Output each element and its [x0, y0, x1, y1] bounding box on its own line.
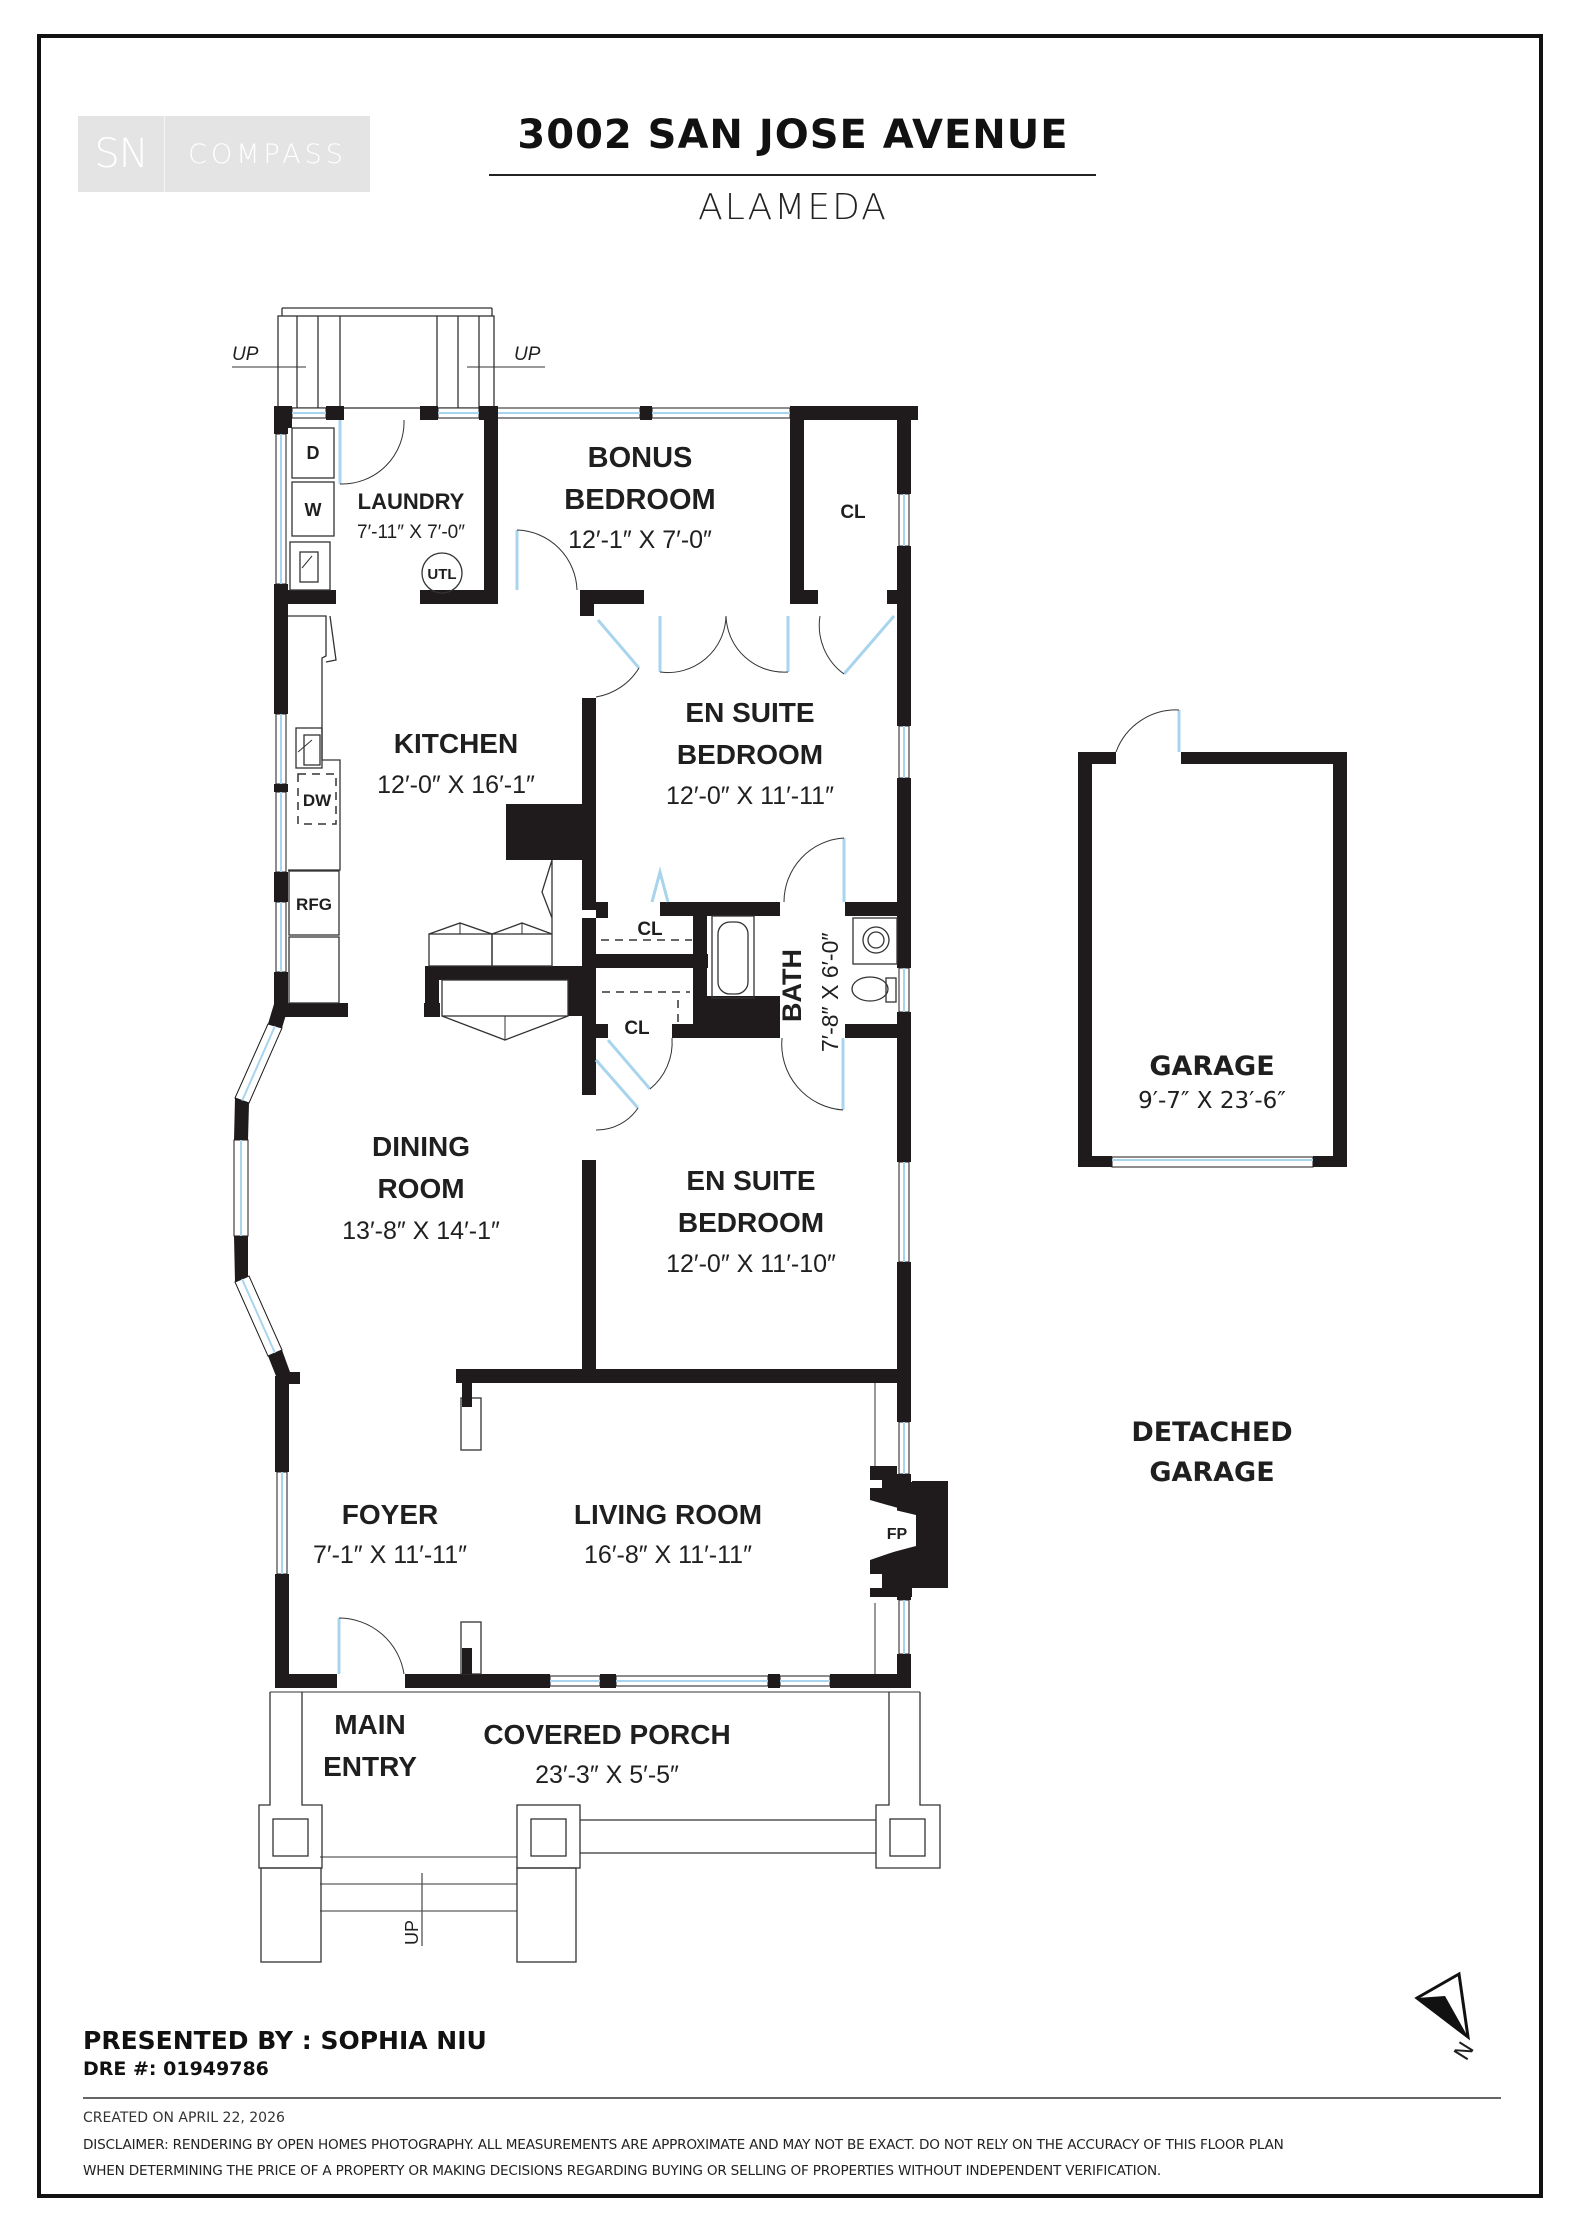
dining-name-1: DINING — [372, 1131, 470, 1162]
dining-name-2: ROOM — [377, 1173, 464, 1204]
bonus-bedroom-dims: 12′-1″ X 7′-0″ — [568, 526, 712, 554]
covered-porch-name: COVERED PORCH — [483, 1719, 730, 1750]
dishwasher-label: DW — [303, 791, 332, 810]
dre-number: DRE #: 01949786 — [83, 2058, 269, 2080]
living-room-dims: 16′-8″ X 11′-11″ — [584, 1541, 752, 1569]
disclaimer-line-1: DISCLAIMER: RENDERING BY OPEN HOMES PHOT… — [83, 2137, 1284, 2153]
en-suite-1-name-1: EN SUITE — [685, 697, 814, 728]
doors — [337, 419, 896, 1675]
logo-initials: SN — [78, 116, 165, 192]
bonus-bedroom-name-2: BEDROOM — [564, 484, 715, 516]
covered-porch-structure: UP — [258, 1691, 941, 1963]
laundry-dims: 7′-11″ X 7′-0″ — [357, 522, 465, 543]
main-entry-name-2: ENTRY — [323, 1751, 417, 1782]
living-room-name: LIVING ROOM — [574, 1499, 762, 1530]
bath-sink-icon — [862, 926, 890, 954]
washer-label: W — [305, 500, 322, 520]
main-entry-name-1: MAIN — [334, 1709, 406, 1740]
closet-top-label: CL — [840, 502, 866, 523]
en-suite-1-dims: 12′-0″ X 11′-11″ — [666, 782, 834, 810]
back-stairs: UP UP — [232, 307, 545, 409]
refrigerator-icon — [288, 870, 340, 936]
utility-icon — [421, 552, 463, 594]
foyer-dims: 7′-1″ X 11′-11″ — [313, 1541, 467, 1569]
closet-low-label: CL — [624, 1018, 650, 1039]
bath-name: BATH — [777, 949, 807, 1022]
created-date: CREATED ON APRIL 22, 2026 — [83, 2110, 285, 2126]
garage-name: GARAGE — [1149, 1051, 1274, 1082]
interior-walls — [274, 406, 911, 1395]
en-suite-2-name-1: EN SUITE — [686, 1165, 815, 1196]
compass-north-label: N — [1450, 2038, 1480, 2065]
property-city: ALAMEDA — [698, 187, 888, 228]
brand-logo: SN COMPASS — [78, 116, 370, 192]
kitchen-sink-icon — [295, 727, 323, 769]
closet-mid-label: CL — [637, 919, 663, 940]
room-labels: LAUNDRY 7′-11″ X 7′-0″ BONUS BEDROOM 12′… — [313, 442, 1293, 1789]
en-suite-1-name-2: BEDROOM — [677, 739, 823, 770]
laundry-name: LAUNDRY — [358, 489, 465, 514]
dining-dims: 13′-8″ X 14′-1″ — [342, 1217, 500, 1245]
logo-brand: COMPASS — [188, 138, 347, 170]
stairs-up-label-right: UP — [514, 344, 541, 365]
utility-label: UTL — [427, 566, 456, 583]
disclaimer-line-2: WHEN DETERMINING THE PRICE OF A PROPERTY… — [83, 2163, 1162, 2179]
refrigerator-label: RFG — [296, 895, 332, 914]
garage-dims: 9′-7″ X 23′-6″ — [1138, 1088, 1286, 1114]
covered-porch-dims: 23′-3″ X 5′-5″ — [535, 1761, 679, 1789]
bonus-bedroom-name-1: BONUS — [588, 442, 693, 474]
foyer-name: FOYER — [342, 1499, 438, 1530]
detached-garage-name-1: DETACHED — [1131, 1417, 1292, 1448]
en-suite-2-name-2: BEDROOM — [678, 1207, 824, 1238]
dishwasher-icon — [297, 773, 337, 825]
stairs-up-label-left: UP — [232, 344, 259, 365]
kitchen-dims: 12′-0″ X 16′-1″ — [377, 771, 535, 799]
toilet-icon — [851, 976, 889, 1002]
dryer-icon — [291, 427, 335, 479]
detached-garage-name-2: GARAGE — [1149, 1457, 1274, 1488]
page-frame — [37, 34, 1543, 2198]
laundry-sink-icon — [299, 551, 319, 583]
title-divider — [489, 174, 1096, 176]
kitchen-name: KITCHEN — [394, 728, 518, 759]
dryer-label: D — [307, 443, 320, 463]
detached-garage-structure — [1078, 709, 1347, 1168]
property-address: 3002 SAN JOSE AVENUE — [517, 112, 1069, 158]
en-suite-2-dims: 12′-0″ X 11′-10″ — [666, 1250, 836, 1278]
fireplace-label: FP — [887, 1526, 908, 1543]
porch-stairs-up-label: UP — [402, 1920, 422, 1945]
bath-dims: 7′-8″ X 6′-0″ — [817, 932, 843, 1052]
fixtures: D W UTL DW RFG — [288, 427, 948, 1675]
presented-by: PRESENTED BY : SOPHIA NIU — [83, 2026, 487, 2055]
washer-icon — [291, 481, 335, 537]
footer-divider — [83, 2097, 1501, 2099]
north-compass: N — [1414, 1971, 1480, 2065]
